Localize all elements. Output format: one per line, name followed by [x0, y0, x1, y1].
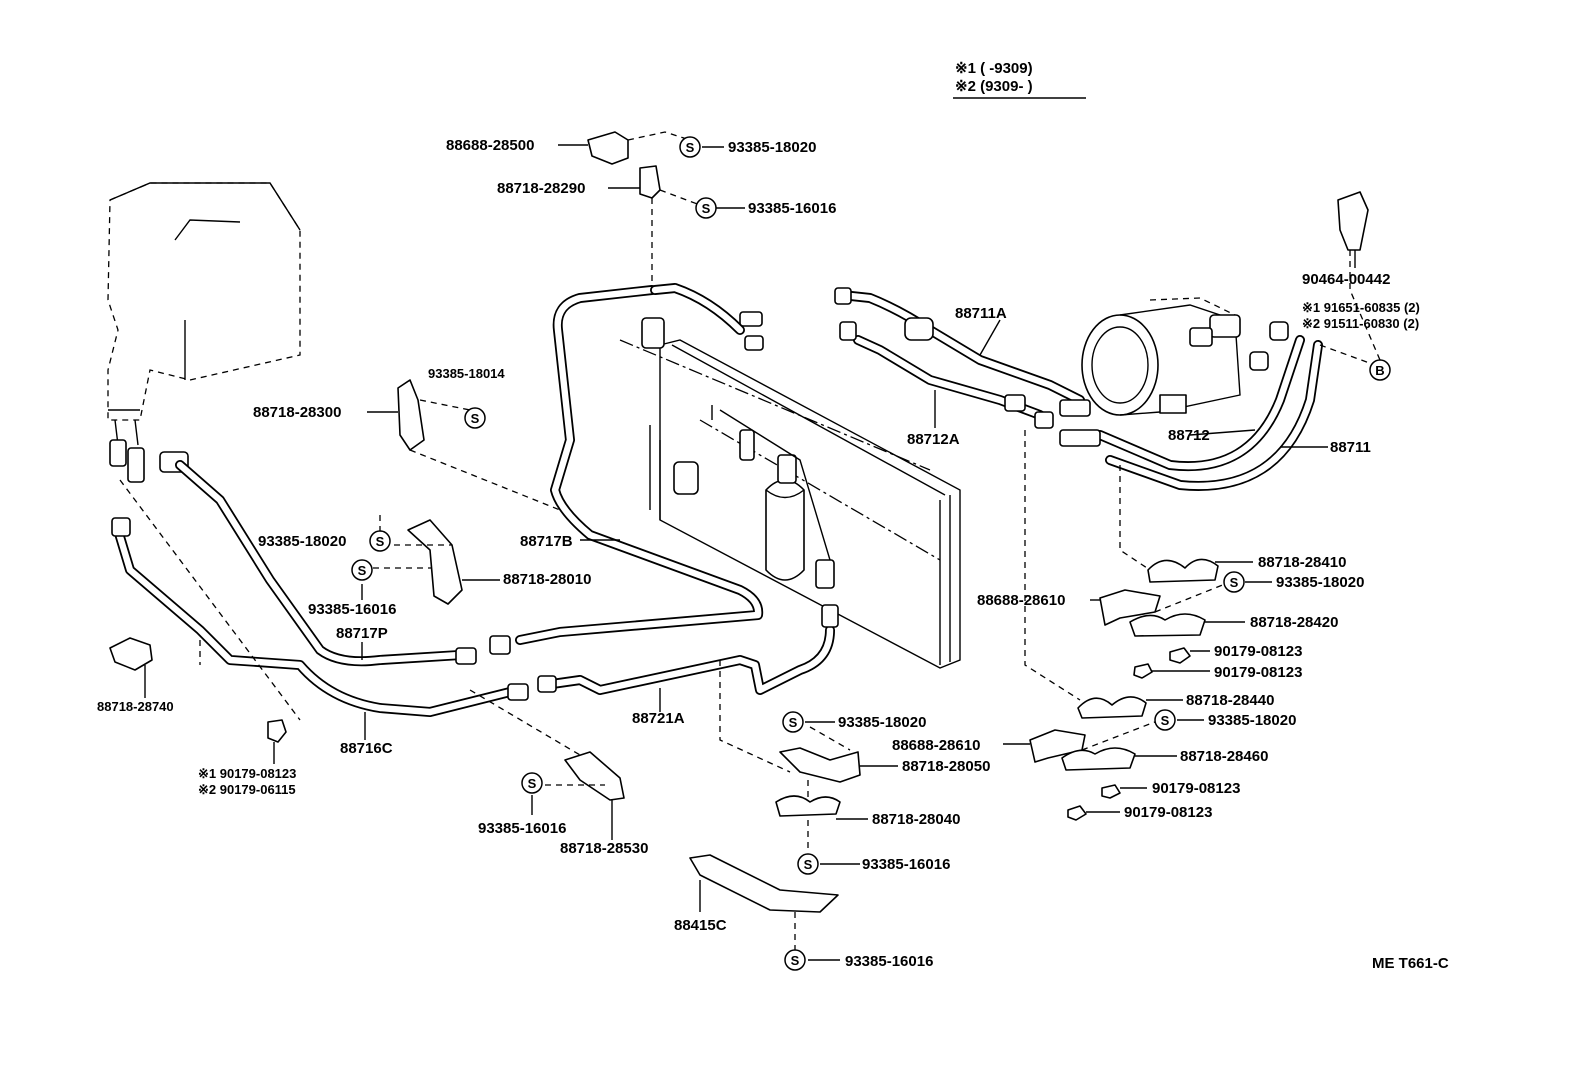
- part-label-88718-28740: 88718-28740: [97, 699, 174, 714]
- legend-line-1: ※1 ( -9309): [955, 60, 1033, 77]
- part-label-88718-28010: 88718-28010: [503, 571, 591, 588]
- part-label-93385-18014: 93385-18014: [428, 366, 505, 381]
- part-label-88718-28040: 88718-28040: [872, 811, 960, 828]
- svg-text:S: S: [1230, 575, 1239, 590]
- svg-text:S: S: [791, 953, 800, 968]
- part-label-88718-28440: 88718-28440: [1186, 692, 1274, 709]
- part-label-88718-28410: 88718-28410: [1258, 554, 1346, 571]
- part-label-90179-08123-b: 90179-08123: [1214, 664, 1302, 681]
- svg-text:S: S: [358, 563, 367, 578]
- part-label-93385-16016: 93385-16016: [748, 200, 836, 217]
- part-label-93385-16016-mid: 93385-16016: [862, 856, 950, 873]
- part-label-93385-16016-bottom: 93385-16016: [845, 953, 933, 970]
- part-label-88716C: 88716C: [340, 740, 393, 757]
- part-label-88721A: 88721A: [632, 710, 685, 727]
- part-label-88718-28290: 88718-28290: [497, 180, 585, 197]
- legend: ※1 ( -9309) ※2 (9309- ): [953, 60, 1086, 99]
- pipes: [113, 283, 1323, 717]
- part-label-93385-18020-right: 93385-18020: [1276, 574, 1364, 591]
- part-label-88688-28610-lower: 88688-28610: [892, 737, 980, 754]
- fittings: [111, 287, 1289, 701]
- part-label-88711A: 88711A: [955, 305, 1007, 322]
- svg-text:S: S: [686, 140, 695, 155]
- svg-text:S: S: [1161, 713, 1170, 728]
- svg-text:S: S: [804, 857, 813, 872]
- part-label-91511-60830: ※2 91511-60830 (2): [1302, 316, 1419, 331]
- part-label-93385-18020: 93385-18020: [728, 139, 816, 156]
- part-label-90179-08123-c: 90179-08123: [1152, 780, 1240, 797]
- part-label-88717B: 88717B: [520, 533, 573, 550]
- part-label-88717P: 88717P: [336, 625, 388, 642]
- svg-text:S: S: [376, 534, 385, 549]
- part-label-88711: 88711: [1330, 439, 1371, 456]
- s-symbol: S: [464, 407, 486, 429]
- s-symbol: S: [1154, 709, 1176, 731]
- part-label-88415C: 88415C: [674, 917, 727, 934]
- part-label-93385-16016-bottom-left: 93385-16016: [478, 820, 566, 837]
- brackets: [109, 131, 1369, 913]
- part-label-88718-28050: 88718-28050: [902, 758, 990, 775]
- svg-text:S: S: [789, 715, 798, 730]
- part-label-88718-28420: 88718-28420: [1250, 614, 1338, 631]
- part-label-88712A: 88712A: [907, 431, 960, 448]
- part-label-88718-28300: 88718-28300: [253, 404, 341, 421]
- part-label-88718-28460: 88718-28460: [1180, 748, 1268, 765]
- part-label-93385-16016-left: 93385-16016: [308, 601, 396, 618]
- leader-lines: [144, 144, 1356, 961]
- svg-text:B: B: [1375, 363, 1384, 378]
- part-label-90179-08123-s1: ※1 90179-08123: [198, 766, 296, 781]
- part-labels: 88688-28500 93385-18020 88718-28290 9338…: [97, 137, 1449, 972]
- b-symbol: B: [1369, 359, 1391, 381]
- s-symbol: S: [695, 197, 717, 219]
- receiver-drier: [711, 405, 835, 589]
- part-label-90179-08123-a: 90179-08123: [1214, 643, 1302, 660]
- part-label-90179-06115-s2: ※2 90179-06115: [198, 782, 296, 797]
- part-label-88688-28610-upper: 88688-28610: [977, 592, 1065, 609]
- s-symbol: S: [784, 949, 806, 971]
- s-symbol: S: [369, 530, 391, 552]
- part-label-88718-28530: 88718-28530: [560, 840, 648, 857]
- svg-text:S: S: [702, 201, 711, 216]
- assembly-lines: [119, 131, 1381, 950]
- s-symbol: S: [782, 711, 804, 733]
- part-label-90179-08123-d: 90179-08123: [1124, 804, 1212, 821]
- svg-text:S: S: [528, 776, 537, 791]
- s-symbol: S: [679, 136, 701, 158]
- svg-text:S: S: [471, 411, 480, 426]
- part-label-91651-60835: ※1 91651-60835 (2): [1302, 300, 1420, 315]
- evaporator-unit: [107, 182, 301, 483]
- s-symbol: S: [797, 853, 819, 875]
- legend-line-2: ※2 (9309- ): [955, 78, 1033, 95]
- part-label-88688-28500: 88688-28500: [446, 137, 534, 154]
- s-symbol: S: [351, 559, 373, 581]
- compressor: [1081, 297, 1241, 416]
- part-label-93385-18020-left: 93385-18020: [258, 533, 346, 550]
- part-label-90464-00442: 90464-00442: [1302, 271, 1390, 288]
- part-label-93385-18020-right-lower: 93385-18020: [1208, 712, 1296, 729]
- diagram-code: ME T661-C: [1372, 955, 1449, 972]
- part-label-93385-18020-mid: 93385-18020: [838, 714, 926, 731]
- part-label-88712: 88712: [1168, 427, 1210, 444]
- s-symbol: S: [521, 772, 543, 794]
- s-symbol: S: [1223, 571, 1245, 593]
- symbols: S S S S S B S S S S S S: [351, 136, 1391, 971]
